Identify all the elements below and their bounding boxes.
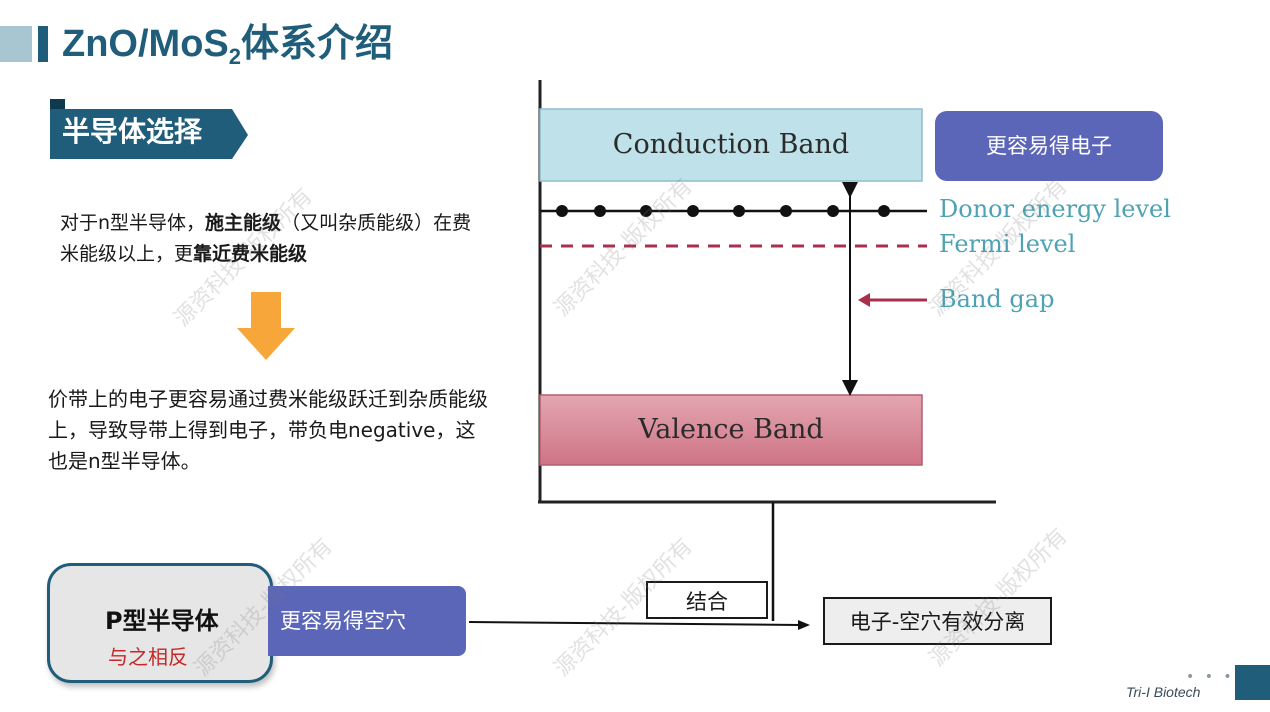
valence-band-label: Valence Band (638, 414, 824, 445)
valence-electron-description: 价带上的电子更容易通过费米能级跃迁到杂质能级上，导致导带上得到电子，带负电neg… (48, 387, 488, 473)
valence-band-rect (539, 394, 923, 466)
combine-box: 结合 (646, 581, 768, 619)
conduction-band-label: Conduction Band (612, 129, 850, 160)
section-tag-shape (50, 99, 248, 159)
corner-accent (1235, 665, 1270, 700)
combine-arrow (468, 620, 810, 630)
band-diagram (538, 80, 996, 621)
p-type-subtitle: 与之相反 (108, 645, 188, 669)
fermi-level-label: Fermi level (939, 230, 1076, 258)
separation-result-box: 电子-空穴有效分离 (823, 597, 1052, 645)
p-type-title: P型半导体 (105, 607, 219, 635)
conduction-band-rect (539, 108, 923, 182)
section-tag-label: 半导体选择 (62, 115, 203, 148)
header-accent-dark (38, 26, 48, 62)
down-arrow-icon (237, 292, 295, 360)
hole-note-box: 更容易得空穴 (268, 586, 466, 656)
brand-logo-text: Tri-I Biotech (1126, 684, 1201, 700)
page-title: ZnO/MoS2体系介绍 (62, 23, 394, 69)
electron-note-box: 更容易得电子 (935, 111, 1163, 181)
donor-electrons (556, 205, 890, 217)
donor-level-label: Donor energy level (939, 195, 1171, 223)
band-gap-label: Band gap (939, 285, 1055, 313)
brand-dots: • • • (1186, 669, 1235, 685)
header-accent-light (0, 26, 32, 62)
p-type-card (47, 563, 273, 683)
n-type-description: 对于n型半导体，施主能级（又叫杂质能级）在费米能级以上，更靠近费米能级 (60, 212, 472, 265)
